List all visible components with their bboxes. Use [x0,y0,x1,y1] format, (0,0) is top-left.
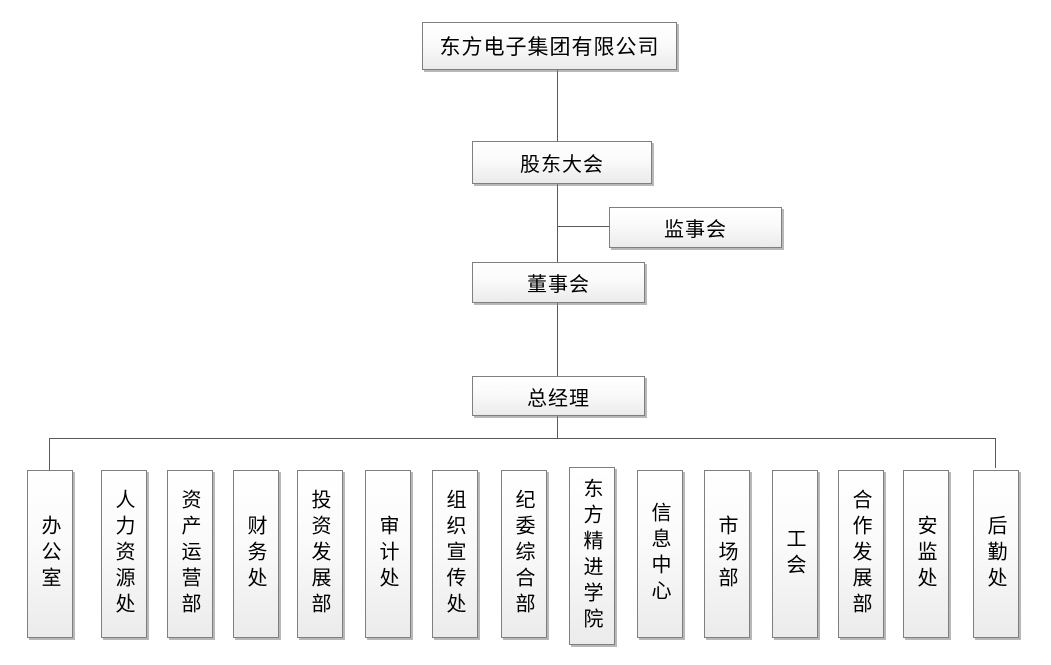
dept-investment-development-node: 投资发展部 [297,470,343,638]
general-manager-node: 总经理 [472,376,645,416]
dept-human-resources-label: 人力资源处 [112,489,136,619]
connector-branch-to-supervisory-board [558,226,609,227]
company-root-node: 东方电子集团有限公司 [422,22,677,70]
dept-cooperation-development-label: 合作发展部 [849,489,873,619]
dept-office-node: 办公室 [27,470,73,638]
dept-organization-publicity-label: 组织宣传处 [443,489,467,619]
dept-labor-union-node: 工会 [772,470,818,638]
dept-audit-label: 审计处 [376,515,400,593]
dept-safety-supervision-label: 安监处 [914,515,938,593]
dept-dongfang-jingjin-academy-label: 东方精进学院 [580,478,604,634]
connector-department-bus [49,438,996,439]
dept-discipline-inspection-label: 纪委综合部 [512,489,536,619]
dept-investment-development-label: 投资发展部 [308,489,332,619]
dept-discipline-inspection-node: 纪委综合部 [501,470,547,638]
supervisory-board-node: 监事会 [609,207,782,248]
dept-finance-label: 财务处 [244,515,268,593]
dept-organization-publicity-node: 组织宣传处 [432,470,478,638]
dept-information-center-node: 信息中心 [637,470,683,638]
dept-marketing-label: 市场部 [715,515,739,593]
dept-dongfang-jingjin-academy-node: 东方精进学院 [569,467,615,645]
board-of-directors-node: 董事会 [472,262,645,303]
connector-bus-drop-right [995,438,996,468]
dept-safety-supervision-node: 安监处 [903,470,949,638]
dept-logistics-node: 后勤处 [973,470,1019,638]
dept-logistics-label: 后勤处 [984,515,1008,593]
shareholders-meeting-node: 股东大会 [472,141,652,184]
dept-marketing-node: 市场部 [704,470,750,638]
dept-office-label: 办公室 [38,515,62,593]
dept-information-center-label: 信息中心 [648,502,672,606]
connector-root-to-shareholders [557,70,558,141]
dept-asset-operations-label: 资产运营部 [178,489,202,619]
dept-audit-node: 审计处 [365,470,411,638]
dept-human-resources-node: 人力资源处 [101,470,147,638]
connector-general-manager-to-bus [557,416,558,439]
dept-asset-operations-node: 资产运营部 [167,470,213,638]
connector-directors-to-general-manager [557,303,558,376]
connector-bus-drop-left [49,438,50,470]
dept-labor-union-label: 工会 [783,528,807,580]
dept-cooperation-development-node: 合作发展部 [838,470,884,638]
dept-finance-node: 财务处 [233,470,279,638]
connector-shareholders-to-directors [557,184,558,262]
